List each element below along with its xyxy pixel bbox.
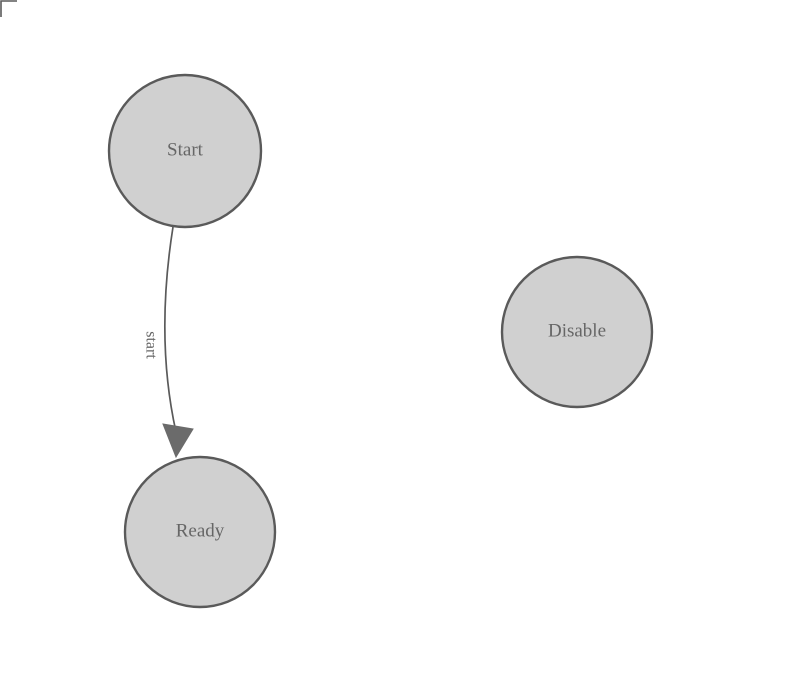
node-disable[interactable]: Disable bbox=[500, 255, 654, 409]
node-ready[interactable]: Ready bbox=[123, 455, 277, 609]
edge-label-start: start bbox=[142, 331, 159, 359]
edge-line bbox=[163, 226, 177, 433]
canvas-corner-bracket bbox=[0, 0, 17, 17]
node-start-circle bbox=[107, 73, 263, 229]
edge-start-to-ready[interactable]: start bbox=[142, 226, 194, 459]
node-disable-circle bbox=[500, 255, 654, 409]
arrowhead-icon bbox=[162, 423, 194, 459]
node-disable-label: Disable bbox=[548, 320, 606, 341]
node-start[interactable]: Start bbox=[107, 73, 263, 229]
node-start-label: Start bbox=[167, 139, 204, 160]
node-ready-label: Ready bbox=[176, 520, 225, 541]
node-ready-circle bbox=[123, 455, 277, 609]
